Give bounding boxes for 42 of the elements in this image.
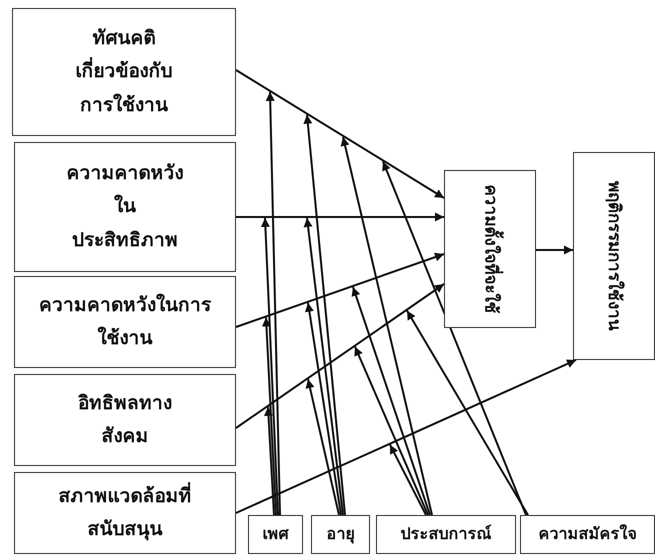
moderator-arrow [260, 218, 279, 516]
node-label: ความคาดหวังในประสิทธิภาพ [66, 162, 184, 253]
node-label: ความสมัครใจ [538, 523, 636, 544]
moderator-arrow [304, 218, 344, 516]
outcome-box [573, 152, 655, 360]
factor-box [14, 142, 236, 272]
arrow [235, 69, 445, 199]
node-label: อิทธิพลทางสังคม [77, 392, 173, 449]
node-label: พฤติกรรมการใช้งาน [604, 180, 626, 333]
moderator-arrow [354, 346, 429, 516]
node-label: เพศ [262, 524, 288, 544]
node-label: ความตั้งใจที่จะใช้ [473, 180, 507, 318]
factor-box [14, 276, 236, 368]
moderator-box [520, 515, 655, 554]
moderator-arrow [352, 286, 431, 516]
arrow [236, 212, 444, 222]
moderator-arrow [264, 406, 275, 516]
node-label: สภาพแวดล้อมที่สนับสนุน [50, 480, 200, 546]
factor-box [14, 472, 236, 554]
moderator-box [248, 515, 303, 554]
factor-box [12, 8, 236, 136]
arrow [235, 283, 445, 429]
moderator-box [376, 515, 516, 554]
moderator-arrow [406, 310, 529, 516]
arrow [236, 359, 576, 514]
arrow [536, 246, 573, 254]
node-label: ความคาดหวังในการใช้งาน [39, 292, 211, 351]
moderator-arrow [304, 302, 342, 516]
arrow [236, 252, 444, 328]
node-label: ประสบการณ์ [400, 524, 492, 544]
moderator-box [311, 515, 370, 554]
moderator-arrow [389, 444, 427, 516]
moderator-arrow [382, 161, 527, 516]
moderator-arrow [306, 378, 340, 516]
moderator-arrow [266, 92, 281, 516]
outcome-box [444, 170, 536, 328]
node-label: ทัศนคติเกี่ยวข้องกับการใช้งาน [74, 27, 174, 118]
factor-box [14, 374, 236, 466]
node-label: อายุ [326, 524, 354, 546]
moderator-arrow [303, 114, 346, 516]
moderator-arrow [340, 136, 433, 516]
moderator-arrow [262, 317, 277, 516]
